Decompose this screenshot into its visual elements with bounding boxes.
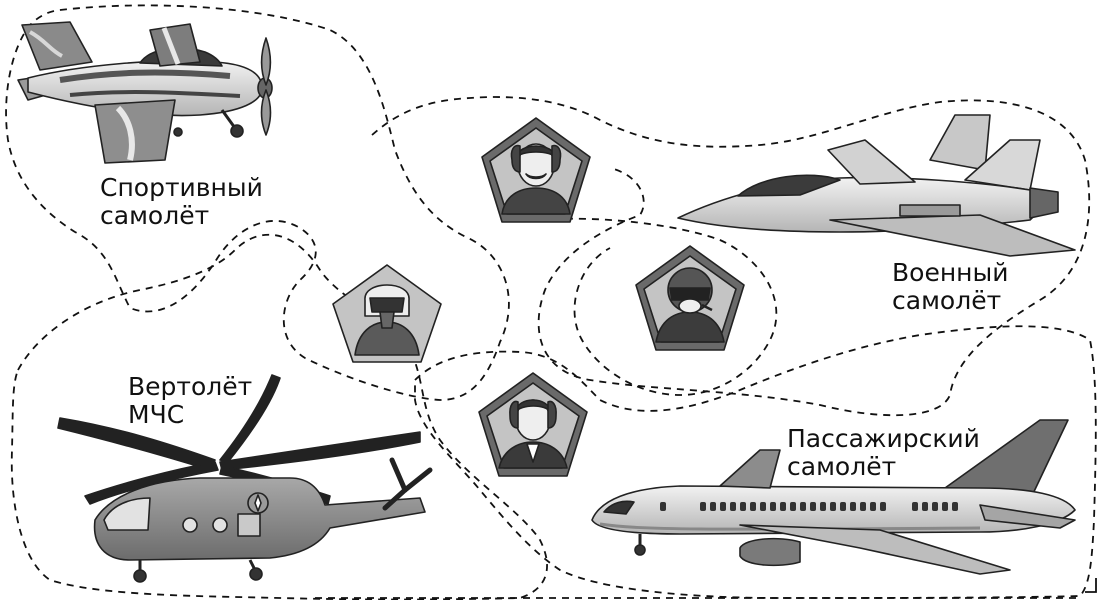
label-helicopter-line2: МЧС bbox=[128, 401, 252, 429]
label-military-line1: Военный bbox=[892, 259, 1009, 287]
airline-pilot-icon bbox=[479, 373, 587, 476]
label-sport-line1: Спортивный bbox=[100, 174, 263, 202]
helicopter-pilot-icon bbox=[636, 246, 744, 350]
label-sport-airplane: Спортивный самолёт bbox=[100, 174, 263, 230]
label-sport-line2: самолёт bbox=[100, 202, 263, 230]
label-helicopter-line1: Вертолёт bbox=[128, 373, 252, 401]
label-helicopter: Вертолёт МЧС bbox=[128, 373, 252, 429]
sport-airplane-icon bbox=[18, 22, 272, 163]
label-passenger-line2: самолёт bbox=[787, 453, 980, 481]
label-passenger-airplane: Пассажирский самолёт bbox=[787, 425, 980, 481]
label-military-line2: самолёт bbox=[892, 287, 1009, 315]
sport-pilot-icon bbox=[482, 118, 590, 222]
label-military-airplane: Военный самолёт bbox=[892, 259, 1009, 315]
label-passenger-line1: Пассажирский bbox=[787, 425, 980, 453]
fighter-jet-icon bbox=[678, 115, 1075, 256]
jet-pilot-icon bbox=[333, 265, 441, 362]
